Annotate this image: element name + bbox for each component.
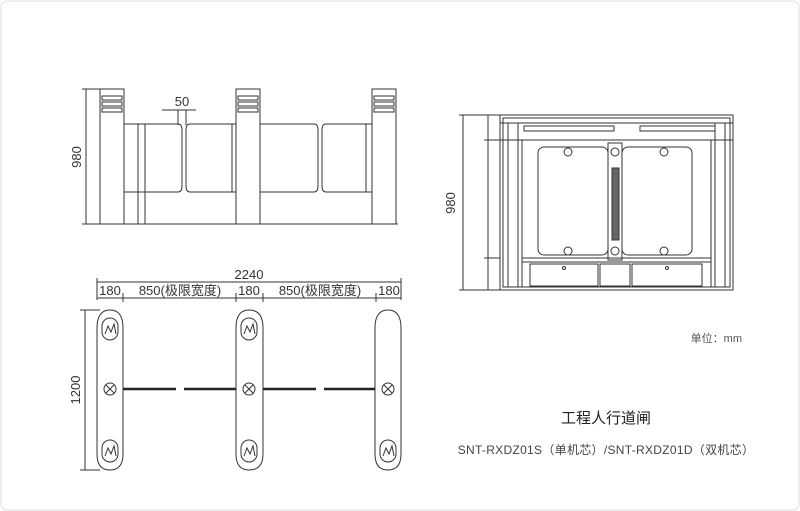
plan-cabinet-3 [374,309,402,471]
cab1-width-dim: 180 [99,283,121,298]
cab2-width-dim: 180 [238,283,260,298]
front-cabinet-1 [99,88,125,225]
front-cabinet-3 [371,88,397,225]
plan-depth-dim: 1200 [68,376,83,405]
front-gap-dim: 50 [175,94,189,109]
plan-cabinet-2 [235,309,264,471]
side-elevation [459,114,734,291]
plan-cabinet-1 [96,309,124,471]
total-width-dim: 2240 [235,267,264,282]
front-height-dim: 980 [69,146,84,168]
lane1-width-dim: 850(极限宽度) [139,283,221,298]
front-elevation [82,88,398,225]
cab3-width-dim: 180 [378,283,400,298]
lane2-width-dim: 850(极限宽度) [279,283,361,298]
product-title: 工程人行道闸 [561,410,651,427]
unit-label: 单位：mm [691,331,742,345]
front-cabinet-2 [235,88,261,225]
plan-view [80,278,402,471]
model-line: SNT-RXDZ01S（单机芯）/SNT-RXDZ01D（双机芯） [458,443,755,457]
side-height-dim: 980 [443,192,458,214]
